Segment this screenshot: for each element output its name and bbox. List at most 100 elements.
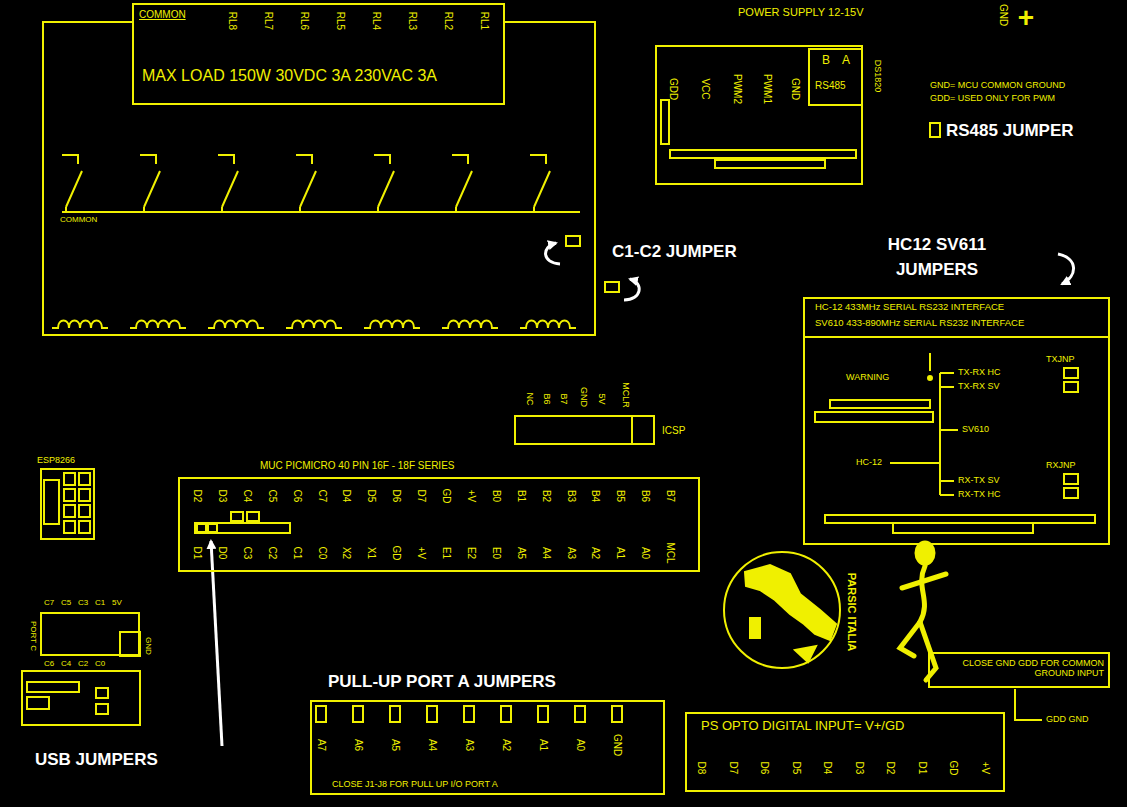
relay-coils-part xyxy=(286,321,342,329)
esp8266-socket-part xyxy=(79,505,90,517)
callout-label: C1-C2 JUMPER xyxy=(612,242,737,262)
usb-jumpers xyxy=(195,512,290,746)
silkscreen-label: C3 xyxy=(241,547,253,560)
port-c-connector-part xyxy=(22,671,140,725)
relay-switches-part xyxy=(296,155,316,212)
radio-module-outline-part xyxy=(890,373,958,495)
silkscreen-label: C3 xyxy=(78,598,88,607)
pull-up-jumpers-part xyxy=(612,706,622,722)
power-connector-outline-part xyxy=(670,150,856,158)
esp8266-socket-part xyxy=(44,480,59,524)
silkscreen-label: RL6 xyxy=(298,12,310,30)
block-label: PWM2 xyxy=(731,74,743,104)
silkscreen-label: A4 xyxy=(540,547,552,559)
relay-board-outline xyxy=(43,22,595,335)
radio-module-outline-part xyxy=(830,400,930,408)
block-label: GND xyxy=(789,78,801,100)
dancer-figure xyxy=(900,543,946,680)
silkscreen-label: A3 xyxy=(463,739,475,751)
radio-module-outline-part xyxy=(1064,474,1078,484)
silkscreen-label: RX-TX SV xyxy=(958,475,1000,485)
relay-switches-part xyxy=(374,155,394,212)
silkscreen-label: E1 xyxy=(440,547,452,559)
silkscreen-label: D8 xyxy=(695,762,707,775)
silkscreen-label: GND= MCU COMMON GROUND xyxy=(930,80,1065,90)
relay-coils-part xyxy=(520,321,576,329)
silkscreen-label: RXJNP xyxy=(1046,460,1076,470)
block-label: B xyxy=(822,54,830,68)
silkscreen-label: MCL xyxy=(664,542,676,563)
silkscreen-label: D4 xyxy=(821,762,833,775)
block-label: CLOSE GND GDD FOR COMMON GROUND INPUT xyxy=(934,658,1104,679)
silkscreen-label: C6 xyxy=(44,659,54,668)
silkscreen-label: C7 xyxy=(44,598,54,607)
board-block: NCB6B7GND5VMCLRICSP xyxy=(514,415,655,445)
silkscreen-label: RX-TX HC xyxy=(958,489,1001,499)
block-label: MAX LOAD 150W 30VDC 3A 230VAC 3A xyxy=(142,67,437,85)
block-label: NC xyxy=(525,393,535,406)
block-label: COMMON xyxy=(139,9,186,21)
dancer-figure-part xyxy=(900,622,920,656)
silkscreen-label: C4 xyxy=(241,490,253,503)
silkscreen-label: C1 xyxy=(95,598,105,607)
pull-up-jumpers-part xyxy=(390,706,400,722)
board-block: PS OPTO DIGITAL INPUT= V+/GD xyxy=(685,712,1005,792)
port-c-connector-part xyxy=(96,688,108,698)
relay-coils-part xyxy=(130,321,186,329)
silkscreen-label: B5 xyxy=(615,490,627,502)
block-label: SV610 433-890MHz SERIAL RS232 INTERFACE xyxy=(815,318,1024,329)
port-c-connector-part xyxy=(96,704,108,714)
esp8266-socket-part xyxy=(79,521,90,533)
silkscreen-label: COMMON xyxy=(60,215,97,224)
silkscreen-label: PARSIC ITALIA xyxy=(846,573,859,651)
radio-module-outline-part xyxy=(825,515,1095,523)
silkscreen-label: C6 xyxy=(291,490,303,503)
c1-c2-jumper-part xyxy=(624,279,639,300)
silkscreen-label: +V xyxy=(979,762,991,775)
silkscreen-label: B7 xyxy=(664,490,676,502)
logo-part xyxy=(795,646,816,662)
block-label: B6 xyxy=(542,393,552,404)
silkscreen-label: D2 xyxy=(884,762,896,775)
silkscreen-label: A0 xyxy=(574,739,586,751)
silkscreen-label: D7 xyxy=(727,762,739,775)
power-connector-outline-part xyxy=(715,160,825,168)
silkscreen-label: RL7 xyxy=(262,12,274,30)
relay-switches xyxy=(62,155,580,212)
callout-label: RS485 JUMPER xyxy=(946,121,1074,141)
silkscreen-label: RL4 xyxy=(370,12,382,30)
silkscreen-label: GD xyxy=(440,489,452,504)
silkscreen-label: D1 xyxy=(916,762,928,775)
silkscreen-label: TX-RX SV xyxy=(958,381,1000,391)
silkscreen-label: SV610 xyxy=(962,424,989,434)
block-label: 5V xyxy=(597,393,607,404)
board-block: HC-12 433MHz SERIAL RS232 INTERFACESV610… xyxy=(803,297,1110,545)
radio-module-outline-part xyxy=(1064,368,1078,378)
pull-up-jumpers-part xyxy=(575,706,585,722)
radio-module-outline-part xyxy=(893,523,1033,533)
port-c-connector-part xyxy=(27,682,79,692)
silkscreen-label: GDD GND xyxy=(1046,714,1089,724)
silkscreen-label: RL1 xyxy=(478,12,490,30)
power-connector-outline-part xyxy=(930,123,940,137)
silkscreen-label: A6 xyxy=(352,739,364,751)
silkscreen-label: D5 xyxy=(366,490,378,503)
silkscreen-label: C0 xyxy=(95,659,105,668)
esp8266-socket-part xyxy=(79,489,90,501)
silkscreen-label: C7 xyxy=(316,490,328,503)
esp8266-socket-part xyxy=(64,505,75,517)
block-label: MCLR xyxy=(621,382,631,408)
c1-c2-jumper-part xyxy=(605,282,619,292)
logo-part xyxy=(750,618,760,638)
esp8266-socket xyxy=(44,473,90,533)
silkscreen-label: WARNING xyxy=(846,372,889,382)
silkscreen-label: D2 xyxy=(191,490,203,503)
silkscreen-label: C2 xyxy=(78,659,88,668)
silkscreen-label: D1 xyxy=(191,547,203,560)
block-label: A xyxy=(842,54,850,68)
relay-coils-part xyxy=(364,321,420,329)
silkscreen-label: GND xyxy=(611,734,623,756)
relay-coils xyxy=(52,321,576,329)
esp8266-socket-part xyxy=(79,473,90,485)
c1-c2-jumper-part xyxy=(546,243,560,264)
